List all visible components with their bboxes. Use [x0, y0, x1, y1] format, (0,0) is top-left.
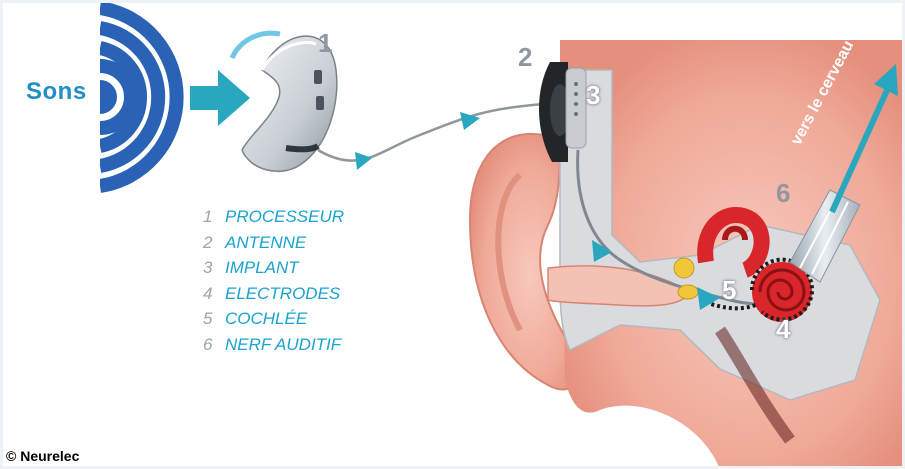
sounds-label: Sons	[26, 78, 87, 106]
callout-nerve: 6	[776, 178, 790, 209]
legend-item: 4ELECTRODES	[203, 281, 344, 307]
sound-waves-icon	[86, 6, 177, 190]
callout-cochlea: 5	[722, 275, 736, 306]
callout-electrodes: 4	[776, 314, 790, 345]
ossicle	[678, 285, 698, 299]
implant-body	[566, 68, 586, 148]
legend-item: 3IMPLANT	[203, 255, 344, 281]
callout-implant: 3	[586, 80, 600, 111]
legend-item: 5COCHLÉE	[203, 306, 344, 332]
ossicle	[674, 258, 694, 278]
callout-antenna: 2	[518, 42, 532, 73]
legend: 1PROCESSEUR 2ANTENNE 3IMPLANT 4ELECTRODE…	[203, 204, 344, 357]
legend-item: 6NERF AUDITIF	[203, 332, 344, 358]
cable-arrow-icon	[355, 152, 372, 170]
arrow-right-icon	[190, 70, 250, 126]
callout-processor: 1	[318, 28, 332, 59]
legend-item: 1PROCESSEUR	[203, 204, 344, 230]
copyright-credit: © Neurelec	[6, 448, 79, 464]
legend-item: 2ANTENNE	[203, 230, 344, 256]
